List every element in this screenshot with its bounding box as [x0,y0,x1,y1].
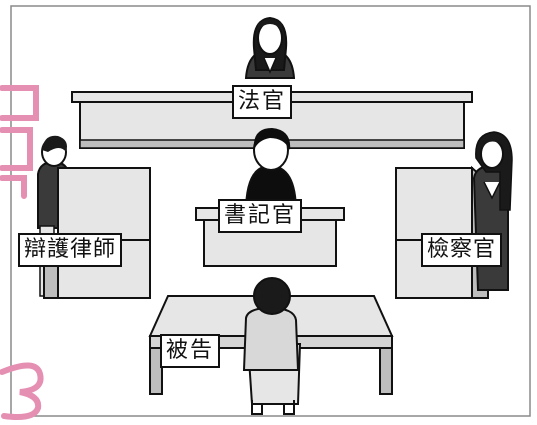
judge-figure [244,16,296,79]
pink-decoration [0,85,44,420]
label-defense-attorney: 辯護律師 [18,233,123,267]
label-prosecutor: 檢察官 [421,233,503,267]
label-clerk: 書記官 [218,199,303,233]
label-defendant: 被告 [160,334,221,368]
defense-desk [43,167,151,299]
defendant-figure [242,277,302,415]
label-judge: 法官 [232,85,293,119]
